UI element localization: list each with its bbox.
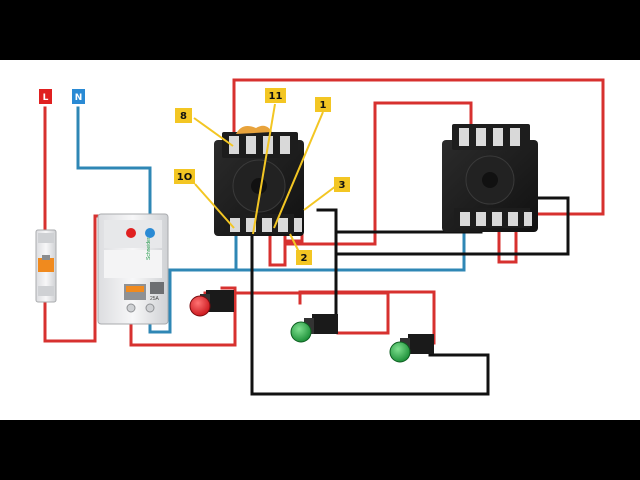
wire-rcd-neutral-out [148,230,238,334]
mcb-icon [35,229,57,303]
pin-label-2: 2 [296,250,312,265]
wire-neutral-to-rcd [76,106,152,230]
leader-line-icon [273,111,324,229]
pin-label-11: 11 [265,88,286,103]
pin-label-8: 8 [175,108,192,123]
top-black-bar [0,0,640,60]
pin-label-1: 1 [315,97,331,112]
start-button-2-icon[interactable] [389,334,434,363]
wire-stop-to-start1 [203,291,390,335]
svg-text:11: 11 [269,91,283,102]
pin-label-10: 1O [174,169,195,184]
wire-rcd-to-stop [129,286,237,347]
live-terminal-tag: L [39,89,52,104]
wire-control-3 [250,230,490,396]
svg-text:1O: 1O [177,172,192,183]
relay-socket-2 [442,124,538,232]
stop-button-icon[interactable] [189,290,234,317]
leader-line-icon [252,103,276,235]
rcd-brand: Schneider [146,237,152,260]
wire-relay1-link-a [268,230,287,267]
wire-relay2-link [497,226,518,264]
leader-line-icon [193,117,234,147]
svg-text:8: 8 [180,111,187,122]
leader-line-icon [303,185,337,211]
pin-leaders [193,103,337,255]
svg-text:2: 2 [301,253,308,264]
pin-label-3: 3 [334,177,350,192]
neutral-terminal-tag: N [72,89,85,104]
rcd-icon: Schneider 25A [97,213,169,325]
live-label: L [43,93,49,103]
wire-start1-to-start2 [298,290,436,345]
wires [43,78,605,396]
wire-neutral-bus [234,226,466,272]
svg-text:1: 1 [320,100,327,111]
rcd-rating: 25A [150,296,160,302]
start-button-1-icon[interactable] [290,314,338,343]
svg-text:3: 3 [339,180,346,191]
wire-control-2 [334,196,570,256]
neutral-label: N [75,93,83,103]
bottom-black-bar [0,420,640,480]
leader-line-icon [194,183,235,229]
